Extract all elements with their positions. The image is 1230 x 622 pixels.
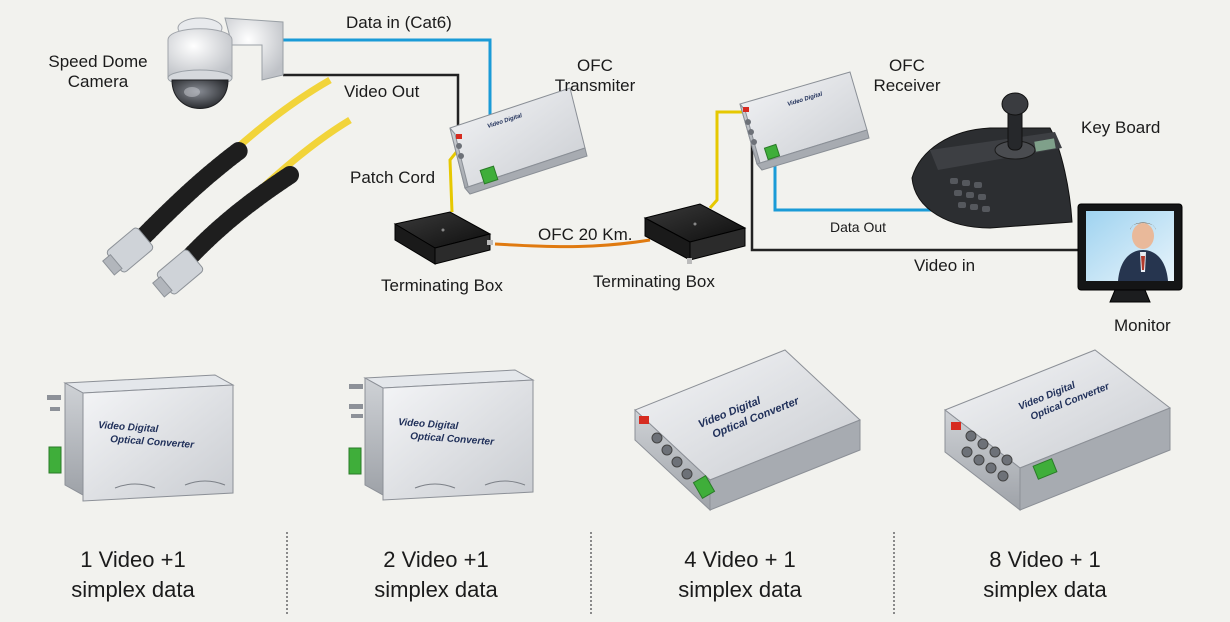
product-2-print-line1: Video Digital bbox=[398, 417, 459, 432]
receiver-label-line1: OFC bbox=[889, 56, 925, 75]
product-3-label-line2: simplex data bbox=[678, 577, 802, 602]
product-2-device bbox=[348, 369, 535, 501]
data-in-label: Data in (Cat6) bbox=[346, 13, 452, 32]
cable-video-in bbox=[750, 130, 1083, 252]
transmitter-label-line1: OFC bbox=[577, 56, 613, 75]
product-1-label-line2: simplex data bbox=[71, 577, 195, 602]
product-4-label-line2: simplex data bbox=[983, 577, 1107, 602]
ofc-receiver-device bbox=[739, 71, 870, 171]
monitor-icon bbox=[1077, 203, 1183, 303]
speed-dome-camera-icon bbox=[167, 17, 284, 109]
fiber-patch-cord-icon bbox=[102, 76, 352, 298]
cable-video-out bbox=[283, 73, 460, 130]
terminating-box-2-icon bbox=[643, 203, 747, 264]
monitor-label: Monitor bbox=[1114, 316, 1171, 335]
product-4-label-line1: 8 Video + 1 bbox=[989, 547, 1101, 572]
camera-label: Speed Dome Camera bbox=[36, 52, 160, 92]
keyboard-joystick-icon bbox=[911, 92, 1073, 229]
cable-data-out bbox=[773, 148, 950, 212]
product-4-label: 8 Video + 1 simplex data bbox=[895, 545, 1195, 605]
product-1-label-line1: 1 Video +1 bbox=[80, 547, 186, 572]
product-2-label: 2 Video +1 simplex data bbox=[286, 545, 586, 605]
transmitter-label: OFC Transmiter bbox=[540, 56, 650, 96]
terminating-box-1-label: Terminating Box bbox=[381, 276, 503, 295]
cable-patch-cord bbox=[448, 149, 460, 213]
cable-fiber-to-receiver bbox=[708, 110, 745, 209]
product-1-device bbox=[47, 374, 235, 502]
patch-cord-label: Patch Cord bbox=[350, 168, 436, 187]
product-3-label-line1: 4 Video + 1 bbox=[684, 547, 796, 572]
cable-ofc bbox=[494, 238, 651, 249]
divider-2 bbox=[590, 532, 592, 614]
video-in-label: Video in bbox=[914, 256, 976, 275]
product-1-print-line1: Video Digital bbox=[98, 420, 159, 435]
keyboard-label: Key Board bbox=[1081, 118, 1161, 137]
product-2-label-line1: 2 Video +1 bbox=[383, 547, 489, 572]
product-3-device bbox=[634, 349, 861, 512]
terminating-box-1-icon bbox=[393, 211, 493, 265]
ofc-distance-label: OFC 20 Km. bbox=[538, 225, 633, 244]
camera-label-line2: Camera bbox=[67, 72, 129, 91]
video-out-label: Video Out bbox=[344, 82, 420, 101]
terminating-box-2-label: Terminating Box bbox=[593, 272, 715, 291]
data-out-label: Data Out bbox=[830, 219, 887, 235]
receiver-label-line2: Receiver bbox=[873, 76, 941, 95]
receiver-label: OFC Receiver bbox=[862, 56, 952, 96]
camera-label-line1: Speed Dome bbox=[48, 52, 148, 71]
divider-1 bbox=[286, 532, 288, 614]
product-4-device bbox=[944, 349, 1171, 512]
divider-3 bbox=[893, 532, 895, 614]
product-2-label-line2: simplex data bbox=[374, 577, 498, 602]
transmitter-label-line2: Transmiter bbox=[554, 76, 636, 95]
product-1-label: 1 Video +1 simplex data bbox=[0, 545, 283, 605]
product-3-label: 4 Video + 1 simplex data bbox=[590, 545, 890, 605]
ofc-transmitter-device bbox=[449, 87, 588, 195]
